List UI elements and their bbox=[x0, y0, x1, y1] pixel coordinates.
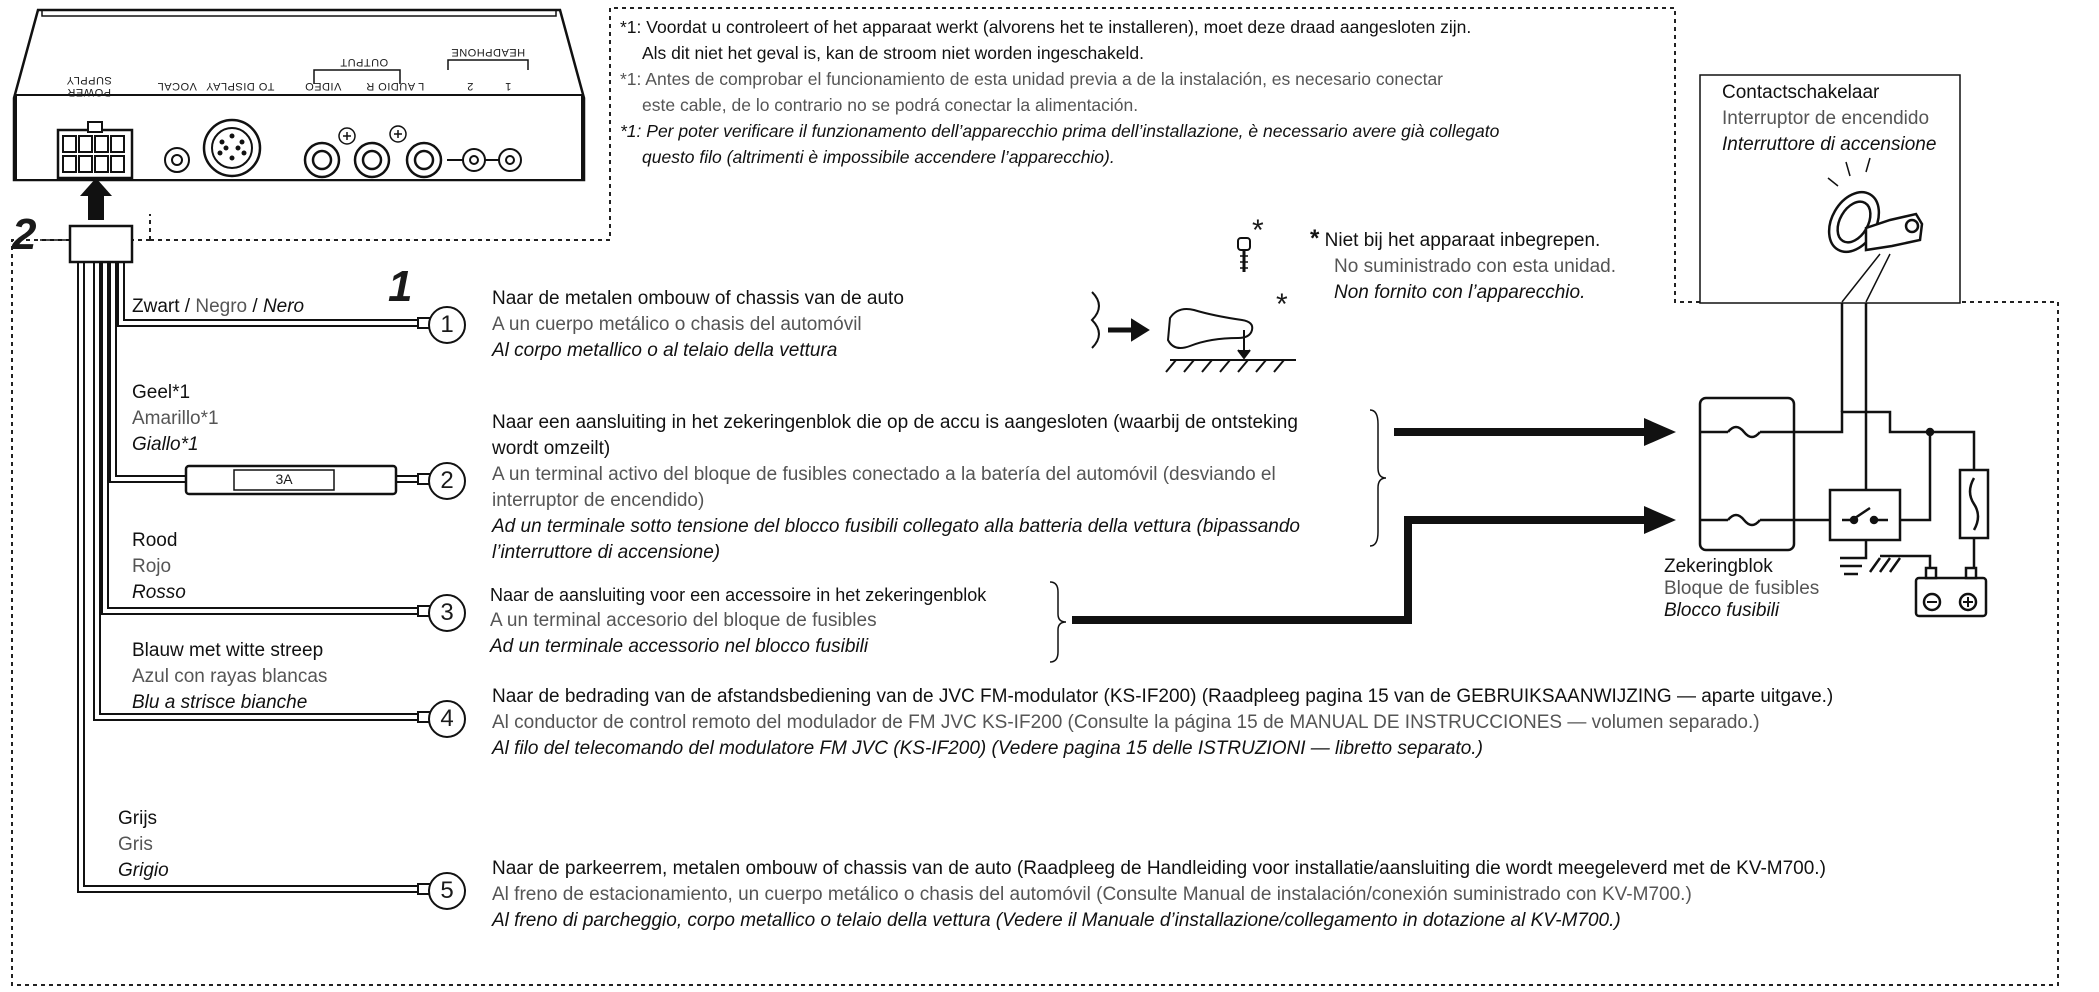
wire-5-color: Grijs Gris Grigio bbox=[118, 808, 169, 881]
output-label: OUTPUT bbox=[339, 56, 389, 68]
wire-4-number: 4 bbox=[428, 700, 466, 738]
battery-icon bbox=[1868, 554, 1988, 618]
fuse-block-graphic bbox=[1698, 302, 1990, 580]
wire-3-number: 3 bbox=[428, 594, 466, 632]
footnote-es: *1: Antes de comprobar el funcionamiento… bbox=[620, 69, 1444, 89]
step-2: 2 bbox=[12, 210, 37, 259]
wire-4-color: Blauw met witte streep Azul con rayas bl… bbox=[132, 640, 328, 713]
footnote-es-2: este cable, de lo contrario no se podrá … bbox=[642, 95, 1139, 115]
screw-icon bbox=[1237, 237, 1251, 272]
feed-arrows bbox=[1072, 418, 1676, 624]
footnote-it: *1: Per poter verificare il funzionament… bbox=[620, 121, 1500, 141]
port-label-hp2: 2 bbox=[466, 80, 474, 92]
star-mark-terminal: * bbox=[1276, 288, 1288, 321]
port-label-hp1: 1 bbox=[504, 80, 512, 92]
harness-plug bbox=[68, 224, 134, 264]
wire-1-number: 1 bbox=[428, 306, 466, 344]
bracket-3 bbox=[1049, 581, 1067, 663]
not-supplied-note: * Niet bij het apparaat inbegrepen. No s… bbox=[1310, 225, 1616, 304]
fuse-rating: 3A bbox=[275, 471, 293, 487]
wire-1-color: Zwart / Negro / Nero bbox=[132, 296, 305, 317]
port-label-video: VIDEO bbox=[304, 80, 342, 92]
star-mark-screw: * bbox=[1252, 214, 1264, 247]
port-label-display: TO DISPLAY bbox=[205, 80, 275, 92]
wire-3-color: Rood Rojo Rosso bbox=[132, 530, 186, 603]
port-label-power: POWER SUPPLY bbox=[66, 74, 112, 98]
device-unit bbox=[12, 8, 586, 182]
dotted-frame bbox=[11, 239, 2059, 986]
fuse-holder bbox=[184, 464, 398, 496]
wire-3-destination: Naar de aansluiting voor een accessoire … bbox=[490, 585, 987, 657]
wire-bundle bbox=[77, 262, 418, 893]
wire-5-number: 5 bbox=[428, 872, 466, 910]
star-mark: * bbox=[1310, 225, 1320, 252]
wire-2-destination: Naar een aansluiting in het zekeringenbl… bbox=[492, 412, 1300, 563]
wire-4-destination: Naar de bedrading van de afstandsbedieni… bbox=[492, 686, 1834, 759]
wire-2-number: 2 bbox=[428, 462, 466, 500]
wire-1-destination: Naar de metalen ombouw of chassis van de… bbox=[492, 288, 904, 361]
dotted-frame-top bbox=[150, 7, 1700, 303]
port-label-vocal: VOCAL bbox=[157, 80, 197, 92]
port-label-audio: L AUDIO R bbox=[365, 80, 425, 92]
ignition-switch-label: Contactschakelaar Interruptor de encendi… bbox=[1722, 82, 1937, 155]
footnote-nl: *1: Voordat u controleert of het apparaa… bbox=[620, 17, 1472, 37]
footnote-block: *1: Voordat u controleert of het apparaa… bbox=[620, 14, 1499, 170]
footnote-it-2: questo filo (altrimenti è impossibile ac… bbox=[642, 147, 1115, 167]
wire-2-color: Geel*1 Amarillo*1 Giallo*1 bbox=[132, 382, 219, 455]
fuse-block-label: Zekeringblok Bloque de fusibles Blocco f… bbox=[1664, 556, 1820, 621]
insert-arrow bbox=[80, 178, 112, 220]
wire-5-destination: Naar de parkeerrem, metalen ombouw of ch… bbox=[492, 858, 1826, 931]
footnote-nl-2: Als dit niet het geval is, kan de stroom… bbox=[642, 43, 1144, 63]
ground-symbol bbox=[1090, 291, 1296, 373]
step-1: 1 bbox=[388, 262, 413, 311]
ignition-switch-graphic bbox=[1699, 74, 1961, 304]
bracket-2 bbox=[1369, 409, 1387, 547]
headphone-label: HEADPHONE bbox=[450, 46, 526, 58]
